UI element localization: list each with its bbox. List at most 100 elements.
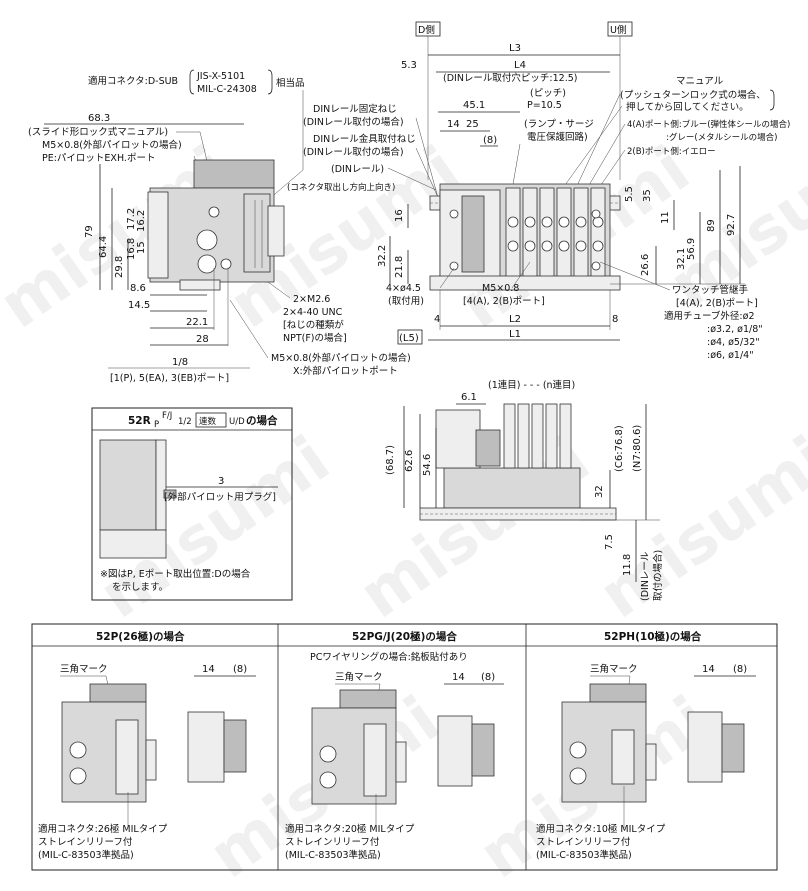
dim-28: 28 bbox=[196, 334, 209, 345]
dim-L3: L3 bbox=[509, 43, 521, 54]
hole-note: (取付用) bbox=[388, 296, 424, 307]
connector-suffix: 相当品 bbox=[276, 77, 305, 89]
dim-14-5: 14.5 bbox=[128, 300, 150, 311]
panel-title: 52PG/J(20極)の場合 bbox=[352, 630, 457, 643]
connector-line-1: 適用コネクタ:20極 MILタイプ bbox=[285, 823, 415, 835]
connector-line-2: ストレインリリーフ付 bbox=[536, 837, 631, 848]
side-connector bbox=[687, 711, 723, 783]
dsub-connector bbox=[461, 195, 485, 273]
one-touch-ports: [4(A), 2(B)ポート] bbox=[676, 298, 758, 309]
leader-line bbox=[511, 261, 531, 289]
connector-line-2: ストレインリリーフ付 bbox=[285, 837, 380, 848]
leader-line bbox=[229, 299, 269, 359]
unc-note1: [ねじの種類が bbox=[283, 319, 344, 331]
unc-label: 2×4-40 UNC bbox=[283, 307, 343, 318]
port-list-label: [1(P), 5(EA), 3(EB)ポート] bbox=[110, 373, 229, 384]
unc-note2: NPT(F)の場合] bbox=[283, 332, 347, 344]
inset-title-suffix: の場合 bbox=[246, 414, 278, 427]
connector-line-1: 適用コネクタ:10極 MILタイプ bbox=[536, 823, 666, 835]
dim-64-4: 64.4 bbox=[98, 236, 109, 258]
dim-11-8: 11.8 bbox=[622, 554, 633, 576]
din-pitch-label: (DINレール取付穴ピッチ:12.5) bbox=[443, 72, 578, 84]
push-turn-2: 押してから回してください。 bbox=[626, 101, 749, 113]
pe-port-circle bbox=[208, 206, 220, 218]
inset-note-2: を示します。 bbox=[112, 582, 168, 593]
port2-yellow: 2(B)ポート側:イエロー bbox=[627, 146, 716, 157]
din-fix-2: (DINレール取付の場合) bbox=[303, 116, 404, 128]
strain-relief bbox=[145, 739, 157, 781]
manual-label: マニュアル bbox=[676, 76, 724, 87]
port4-blue: 4(A)ポート側:ブルー(弾性体シールの場合) bbox=[627, 119, 790, 130]
dim-11: 11 bbox=[660, 211, 671, 224]
leader-line bbox=[584, 123, 626, 193]
side-connector bbox=[437, 715, 473, 787]
valve-station-side bbox=[503, 403, 516, 469]
dim-8-6: 8.6 bbox=[130, 283, 146, 294]
inset-title-sup: F/J bbox=[162, 411, 172, 421]
connector-line-3: (MIL-C-83503準拠品) bbox=[536, 849, 632, 861]
panel-title: 52PH(10極)の場合 bbox=[604, 630, 702, 643]
inset-frame bbox=[91, 407, 293, 601]
c6-label: (C6:76.8) bbox=[614, 425, 625, 472]
brace bbox=[769, 89, 775, 111]
valve-top bbox=[589, 683, 647, 703]
fitting-circle bbox=[575, 216, 587, 228]
din-mount-2: 取付の場合) bbox=[652, 550, 664, 601]
din-mount-1: (DINレール bbox=[640, 551, 651, 601]
tube-od: 適用チューブ外径:ø2 bbox=[664, 310, 755, 322]
one-touch-label: ワンタッチ管継手 bbox=[672, 284, 749, 296]
dim-5-3: 5.3 bbox=[401, 60, 417, 71]
end-block bbox=[435, 409, 481, 469]
valve-station bbox=[539, 187, 555, 281]
d-side-label: D側 bbox=[418, 24, 435, 36]
pe-port-label: PE:パイロットEXH.ポート bbox=[42, 153, 155, 164]
fitting-circle bbox=[507, 216, 519, 228]
din-fix-1: DINレール固定ねじ bbox=[313, 103, 397, 115]
leader-line bbox=[511, 143, 521, 191]
dim-L2: L2 bbox=[509, 314, 521, 325]
m2-6-label: 2×M2.6 bbox=[293, 294, 330, 305]
brace bbox=[189, 69, 195, 95]
inset-title-box bbox=[195, 412, 227, 428]
stations-label: (1連目) - - - (n連目) bbox=[488, 379, 575, 391]
inset-plug-label: [外部パイロット用プラグ] bbox=[164, 491, 276, 503]
x-port-label: X:外部パイロットポート bbox=[293, 365, 398, 377]
mount-hole bbox=[449, 209, 459, 219]
inset-title-ud: U/D bbox=[229, 417, 245, 427]
inset-title-prefix: 52R bbox=[128, 415, 151, 427]
mil-connector bbox=[363, 723, 387, 797]
dim-4: 4 bbox=[434, 314, 440, 325]
dim-29-8: 29.8 bbox=[114, 256, 125, 278]
inset-title-frac: 1/2 bbox=[178, 417, 192, 427]
fitting-circle bbox=[575, 240, 587, 252]
side-view-left: 適用コネクタ:D-SUB JIS-X-5101 MIL-C-24308 相当品 … bbox=[28, 69, 411, 384]
connector-up-label: (コネクタ取出し方向上向き) bbox=[287, 182, 395, 193]
port-circle bbox=[69, 767, 87, 785]
dim-25: 25 bbox=[466, 119, 479, 130]
connector-line-2: ストレインリリーフ付 bbox=[38, 837, 133, 848]
panel-subtitle: PCワイヤリングの場合:銘板貼付あり bbox=[310, 651, 468, 663]
fitting-circle bbox=[524, 216, 536, 228]
leader-line bbox=[439, 267, 455, 289]
u-side-label: U側 bbox=[610, 24, 626, 36]
tube-3: :ø6, ø1/4" bbox=[707, 350, 754, 361]
dim-8: (8) bbox=[481, 672, 495, 683]
port-circle bbox=[69, 741, 87, 759]
connector-label: 適用コネクタ:D-SUB bbox=[88, 75, 178, 87]
side-cable bbox=[471, 723, 495, 777]
valve-station bbox=[556, 187, 572, 281]
side-view-middle: (1連目) - - - (n連目) 6.1 (68.7) 62.6 54.6 3… bbox=[385, 379, 664, 601]
din-rail-label: (DINレール) bbox=[331, 164, 384, 175]
dim-68-7: (68.7) bbox=[385, 445, 396, 475]
valve-station bbox=[573, 187, 589, 281]
dim-32-2: 32.2 bbox=[377, 245, 388, 267]
dim-14: 14 bbox=[202, 664, 215, 675]
port-circle bbox=[569, 741, 587, 759]
triangle-mark-label: 三角マーク bbox=[335, 671, 383, 683]
dim-14: 14 bbox=[447, 119, 460, 130]
tube-2: :ø4, ø5/32" bbox=[707, 337, 760, 348]
valve-station bbox=[505, 187, 521, 281]
leader-line bbox=[574, 93, 621, 191]
leader-line bbox=[415, 117, 441, 206]
dim-16-2: 16.2 bbox=[136, 210, 147, 232]
